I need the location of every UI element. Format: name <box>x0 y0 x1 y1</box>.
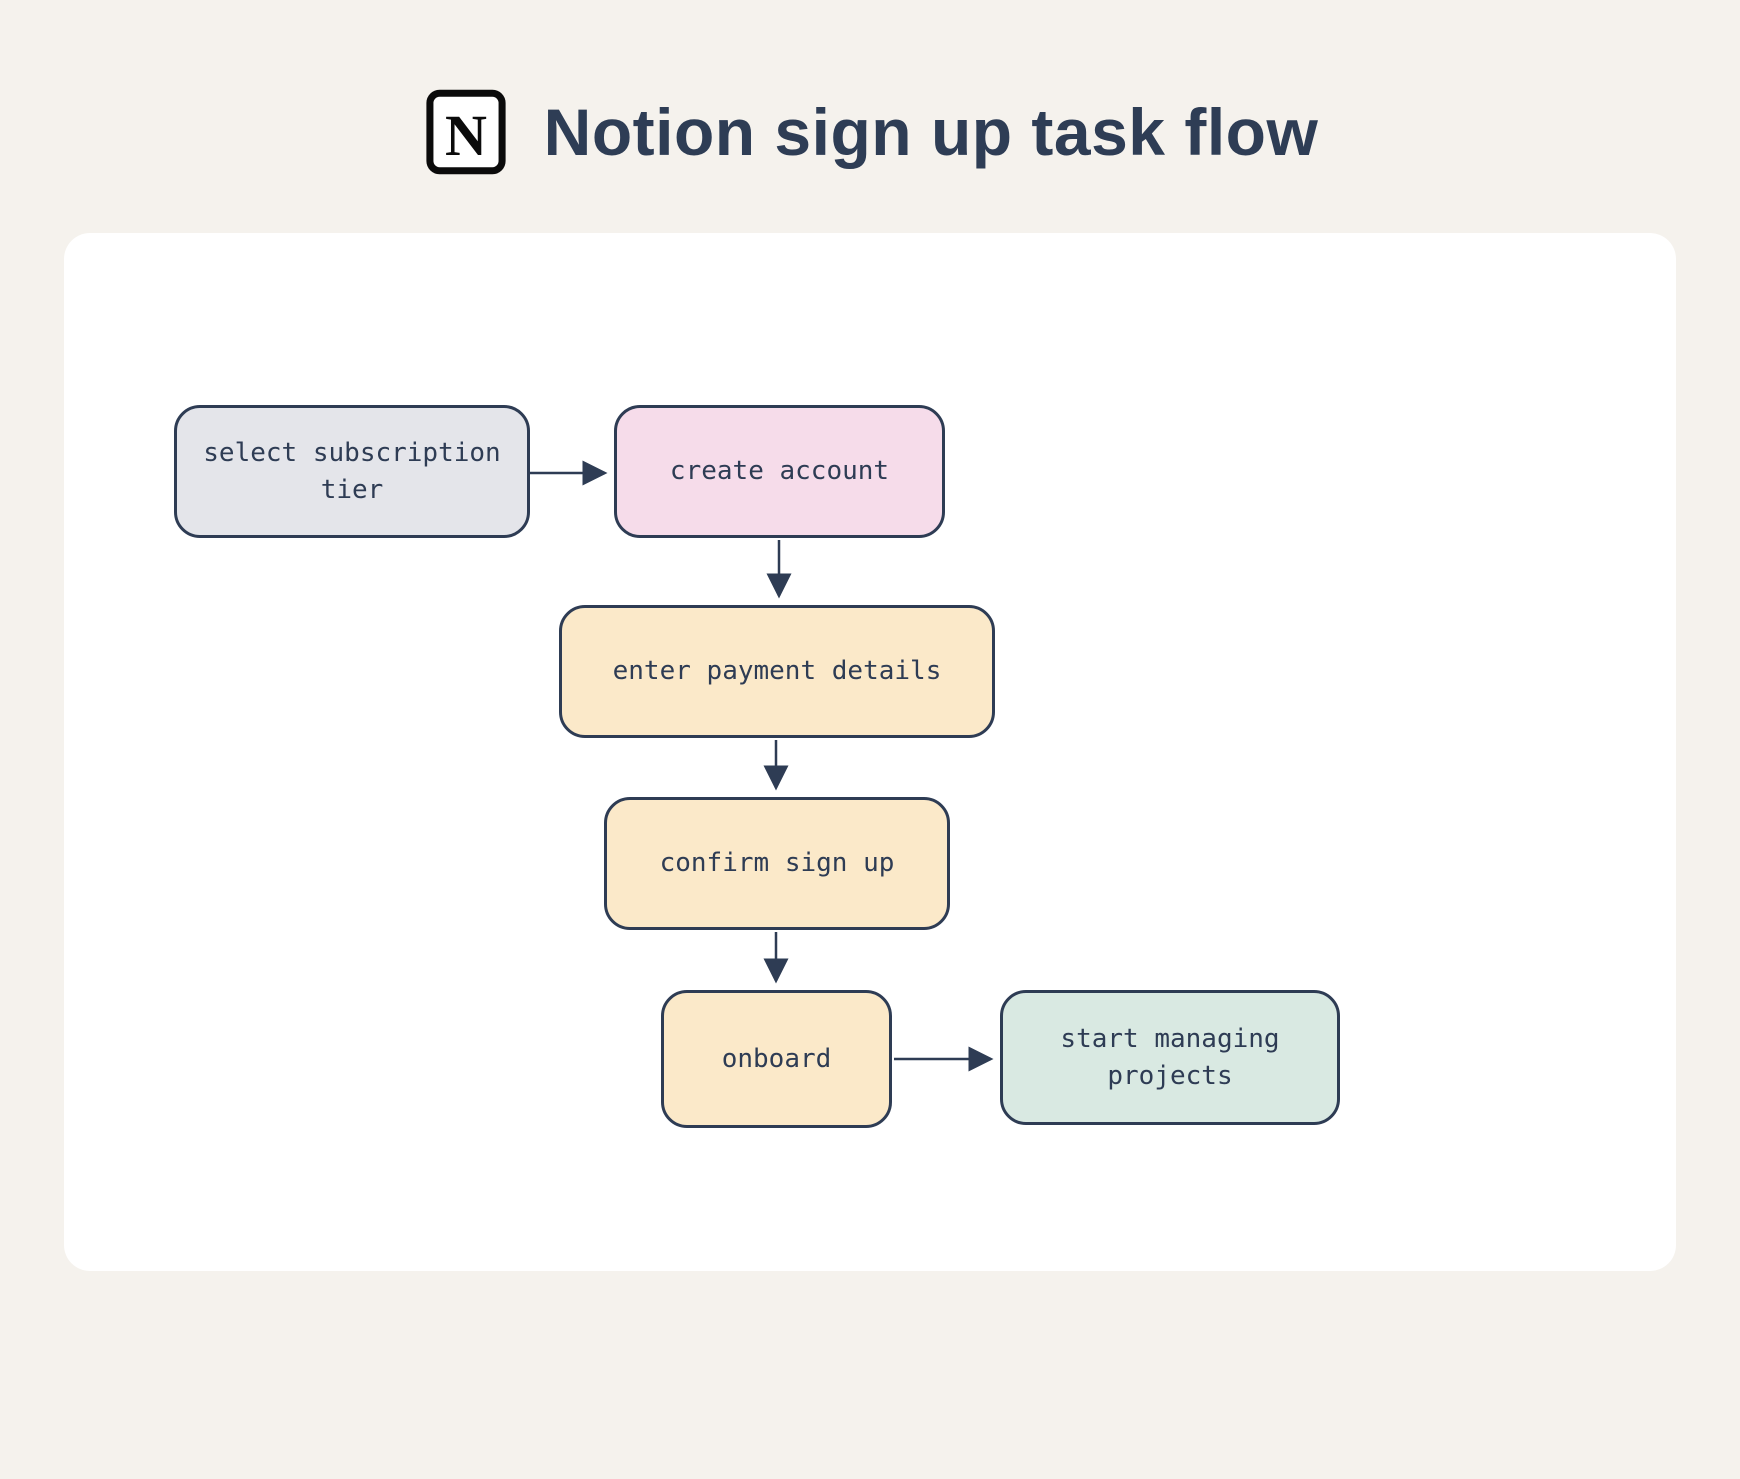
flow-node-select-subscription-tier: select subscription tier <box>174 405 530 538</box>
flow-node-label: create account <box>669 456 890 487</box>
flow-node-label: select subscription tier <box>203 438 501 505</box>
diagram-card: select subscription tier create account … <box>64 233 1676 1271</box>
flow-node-label: confirm sign up <box>659 848 895 879</box>
flow-node-start-managing-projects: start managing projects <box>1000 990 1340 1125</box>
flow-node-label: enter payment details <box>612 656 942 687</box>
flow-node-create-account: create account <box>614 405 945 538</box>
header: N Notion sign up task flow <box>0 88 1740 176</box>
flow-node-label: onboard <box>721 1043 832 1074</box>
flow-node-enter-payment-details: enter payment details <box>559 605 995 738</box>
flow-node-label: start managing projects <box>1060 1024 1280 1091</box>
notion-logo-icon: N <box>426 89 506 175</box>
svg-text:N: N <box>445 103 487 168</box>
flow-node-onboard: onboard <box>661 990 892 1128</box>
page-title: Notion sign up task flow <box>543 95 1319 169</box>
flow-node-confirm-sign-up: confirm sign up <box>604 797 950 930</box>
